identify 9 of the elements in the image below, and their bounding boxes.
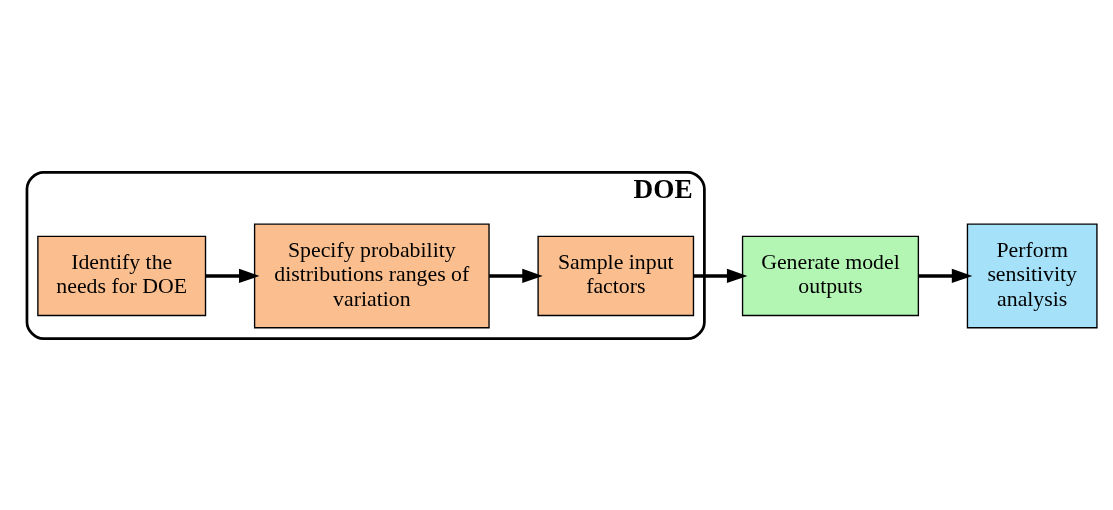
arrow <box>205 268 260 283</box>
arrow <box>489 268 543 283</box>
node-box: Specify probability distributions ranges of variation <box>253 222 490 328</box>
arrow <box>693 268 748 283</box>
arrow <box>918 268 973 283</box>
node-box: Perform sensitivity analysis <box>966 222 1098 328</box>
node-box: Generate model outputs <box>741 235 920 316</box>
node-box: Identify the needs for DOE <box>37 235 207 316</box>
node-box: Sample input factors <box>537 235 695 316</box>
